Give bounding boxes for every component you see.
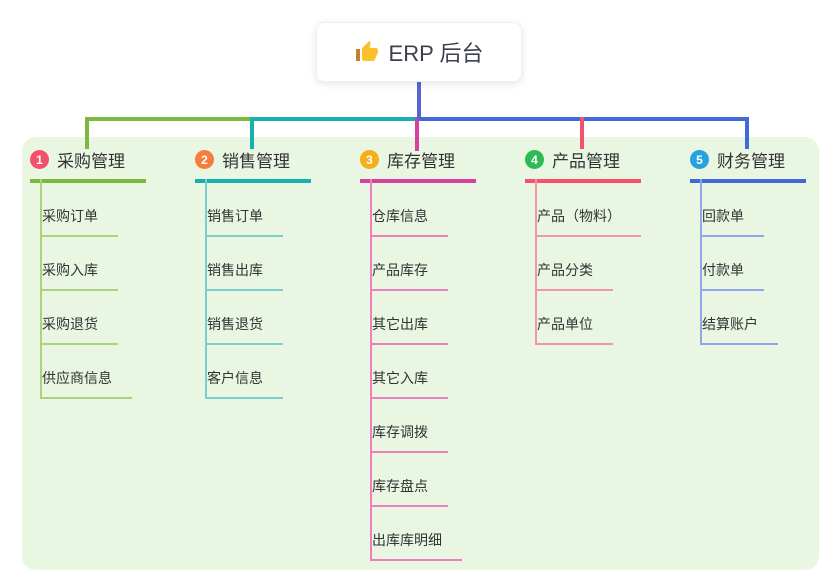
- connector-branch2-horizontal: [252, 117, 421, 121]
- child-node[interactable]: 结算账户: [690, 291, 806, 345]
- branch-children: 仓库信息 产品库存 其它出库 其它入库 库存调拨 库存盘点 出库库明细: [360, 179, 476, 561]
- child-label: 其它入库: [370, 368, 448, 399]
- branch-children: 产品（物料） 产品分类 产品单位: [525, 179, 641, 345]
- child-label: 结算账户: [700, 314, 778, 345]
- child-node[interactable]: 销售订单: [195, 183, 311, 237]
- child-node[interactable]: 库存调拨: [360, 399, 476, 453]
- branch-purchase: 1 采购管理 采购订单 采购入库 采购退货 供应商信息: [30, 147, 146, 399]
- branch-node-sales[interactable]: 2 销售管理: [195, 147, 311, 183]
- child-label: 付款单: [700, 260, 764, 291]
- connector-branch1-drop: [85, 117, 89, 149]
- connector-branch1-horizontal: [86, 117, 254, 121]
- branch-label: 库存管理: [387, 152, 455, 171]
- branch-node-inventory[interactable]: 3 库存管理: [360, 147, 476, 183]
- child-node[interactable]: 其它入库: [360, 345, 476, 399]
- child-node[interactable]: 产品分类: [525, 237, 641, 291]
- child-label: 采购订单: [40, 206, 118, 237]
- branch-label: 财务管理: [717, 152, 785, 171]
- child-node[interactable]: 产品（物料）: [525, 183, 641, 237]
- child-node[interactable]: 采购退货: [30, 291, 146, 345]
- child-label: 回款单: [700, 206, 764, 237]
- child-node[interactable]: 其它出库: [360, 291, 476, 345]
- child-label: 销售出库: [205, 260, 283, 291]
- thumbs-up-icon: [355, 40, 379, 64]
- child-label: 库存调拨: [370, 422, 448, 453]
- branch-label: 采购管理: [57, 152, 125, 171]
- children-connector-line: [370, 179, 372, 561]
- child-label: 销售订单: [205, 206, 283, 237]
- branch-finance: 5 财务管理 回款单 付款单 结算账户: [690, 147, 806, 345]
- child-node[interactable]: 供应商信息: [30, 345, 146, 399]
- branch-node-purchase[interactable]: 1 采购管理: [30, 147, 146, 183]
- child-node[interactable]: 回款单: [690, 183, 806, 237]
- branch-product: 4 产品管理 产品（物料） 产品分类 产品单位: [525, 147, 641, 345]
- branch-node-product[interactable]: 4 产品管理: [525, 147, 641, 183]
- child-label: 库存盘点: [370, 476, 448, 507]
- children-connector-line: [40, 179, 42, 399]
- branch-index-badge: 1: [30, 150, 49, 169]
- connector-branch3-drop: [415, 117, 419, 151]
- branch-children: 销售订单 销售出库 销售退货 客户信息: [195, 179, 311, 399]
- children-connector-line: [535, 179, 537, 345]
- child-node[interactable]: 采购入库: [30, 237, 146, 291]
- branch-sales: 2 销售管理 销售订单 销售出库 销售退货 客户信息: [195, 147, 311, 399]
- child-node[interactable]: 采购订单: [30, 183, 146, 237]
- child-label: 仓库信息: [370, 206, 448, 237]
- branch-label: 产品管理: [552, 152, 620, 171]
- children-connector-line: [205, 179, 207, 399]
- child-node[interactable]: 付款单: [690, 237, 806, 291]
- mindmap-background-panel: [22, 137, 819, 570]
- branch-index-badge: 3: [360, 150, 379, 169]
- branch-children: 采购订单 采购入库 采购退货 供应商信息: [30, 179, 146, 399]
- child-label: 客户信息: [205, 368, 283, 399]
- child-label: 采购退货: [40, 314, 118, 345]
- children-connector-line: [700, 179, 702, 345]
- child-label: 出库库明细: [370, 530, 462, 561]
- branch-label: 销售管理: [222, 152, 290, 171]
- child-label: 其它出库: [370, 314, 448, 345]
- root-node[interactable]: ERP 后台: [316, 22, 522, 82]
- branch-children: 回款单 付款单 结算账户: [690, 179, 806, 345]
- child-node[interactable]: 出库库明细: [360, 507, 476, 561]
- branch-index-badge: 2: [195, 150, 214, 169]
- child-label: 产品单位: [535, 314, 613, 345]
- root-title: ERP 后台: [388, 41, 484, 66]
- branch-index-badge: 4: [525, 150, 544, 169]
- connector-root-stem: [417, 82, 421, 121]
- child-label: 供应商信息: [40, 368, 132, 399]
- connector-branch4-drop: [580, 117, 584, 149]
- child-label: 产品分类: [535, 260, 613, 291]
- child-node[interactable]: 库存盘点: [360, 453, 476, 507]
- child-label: 产品库存: [370, 260, 448, 291]
- child-node[interactable]: 客户信息: [195, 345, 311, 399]
- connector-branch2-drop: [250, 117, 254, 149]
- child-node[interactable]: 产品库存: [360, 237, 476, 291]
- child-node[interactable]: 销售出库: [195, 237, 311, 291]
- connector-branch5-drop: [745, 117, 749, 149]
- child-label: 采购入库: [40, 260, 118, 291]
- child-node[interactable]: 仓库信息: [360, 183, 476, 237]
- child-label: 销售退货: [205, 314, 283, 345]
- branch-inventory: 3 库存管理 仓库信息 产品库存 其它出库 其它入库 库存调拨 库存盘点: [360, 147, 476, 561]
- branch-node-finance[interactable]: 5 财务管理: [690, 147, 806, 183]
- child-label: 产品（物料）: [535, 206, 641, 237]
- child-node[interactable]: 产品单位: [525, 291, 641, 345]
- branch-index-badge: 5: [690, 150, 709, 169]
- child-node[interactable]: 销售退货: [195, 291, 311, 345]
